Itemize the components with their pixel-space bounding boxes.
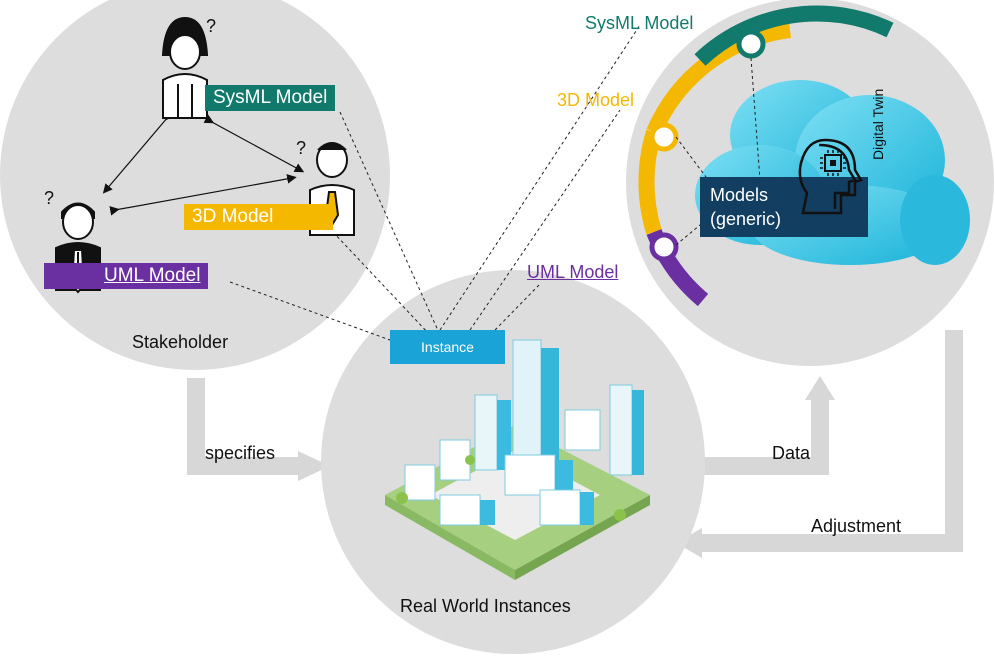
stakeholder-label: Stakeholder xyxy=(132,332,229,352)
ring-3d-arc-lower xyxy=(638,129,662,235)
real-world-instances-label: Real World Instances xyxy=(400,596,571,616)
uml-node xyxy=(649,232,679,262)
data-arrow xyxy=(690,376,835,475)
ai-head-icon xyxy=(798,138,863,215)
uml-model-tag: UML Model xyxy=(44,263,209,289)
dashed-connectors xyxy=(229,24,761,341)
city-illustration xyxy=(385,339,650,580)
woman-stakeholder-icon xyxy=(161,16,209,119)
question-mark-woman: ? xyxy=(206,16,217,36)
3d-node xyxy=(649,122,679,152)
models-label: Models xyxy=(710,185,769,205)
sysml-node xyxy=(736,29,766,59)
specifies-label: specifies xyxy=(205,443,276,463)
sysml-model-tag: SysML Model xyxy=(205,85,336,111)
question-mark-3d-man: ? xyxy=(296,138,307,158)
3d-model-tag: 3D Model xyxy=(184,204,334,230)
question-mark-uml-man: ? xyxy=(44,188,55,208)
instance-box: Instance xyxy=(390,330,505,364)
adjustment-label: Adjustment xyxy=(811,516,902,536)
uml-model-label: UML Model xyxy=(527,262,619,282)
data-label: Data xyxy=(772,443,811,463)
3d-model-label: 3D Model xyxy=(557,90,635,110)
digital-twin-label: Digital Twin xyxy=(870,88,886,160)
ring-sysml-arc xyxy=(694,5,894,66)
adjustment-arrow xyxy=(676,330,963,558)
specifies-arrow xyxy=(187,378,330,481)
models-generic-label: (generic) xyxy=(710,209,782,229)
stakeholder-arrows xyxy=(102,110,305,216)
sysml-model-label: SysML Model xyxy=(585,13,694,33)
